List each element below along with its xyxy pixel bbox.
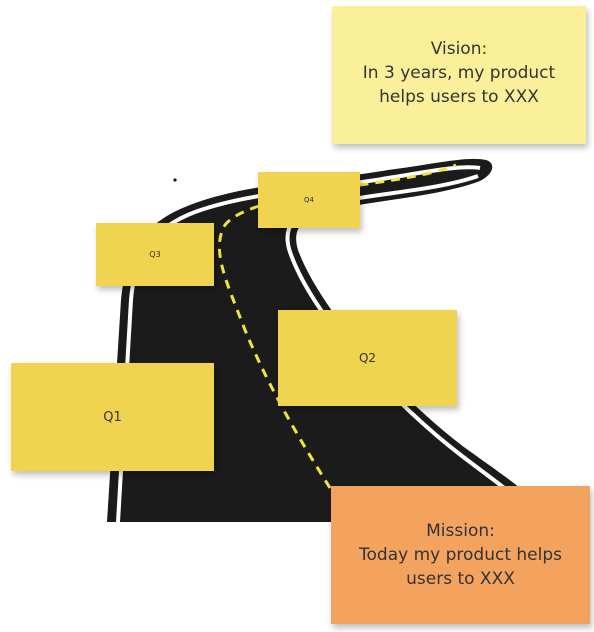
q4-sticky-note: Q4 [258,172,360,228]
vision-note-text: Vision: In 3 years, my product helps use… [362,39,556,107]
q3-note-label: Q3 [149,250,161,259]
q1-sticky-note: Q1 [11,363,214,471]
road-edge-right [285,174,542,524]
road-speck [173,178,177,182]
q2-note-label: Q2 [358,351,377,365]
q2-sticky-note: Q2 [278,310,457,406]
mission-sticky-note: Mission: Today my product helps users to… [331,486,590,624]
mission-note-text: Mission: Today my product helps users to… [359,521,562,589]
vision-sticky-note: Vision: In 3 years, my product helps use… [332,6,586,144]
q4-note-label: Q4 [304,196,314,204]
road-center-line [217,163,457,489]
q3-sticky-note: Q3 [96,223,214,286]
q1-note-label: Q1 [103,409,122,425]
